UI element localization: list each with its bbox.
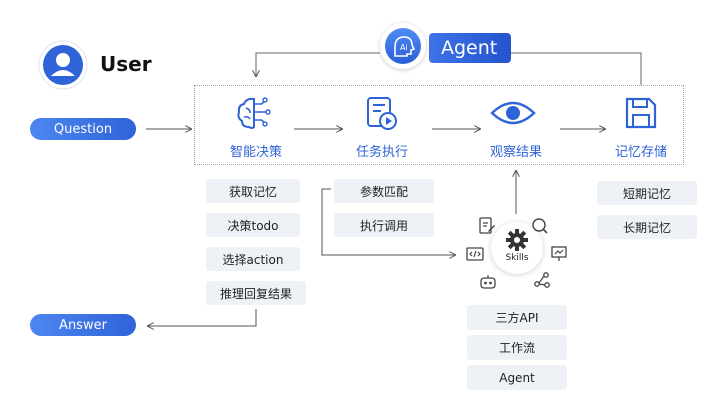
user-icon	[38, 40, 88, 90]
task-document-icon	[367, 97, 397, 130]
ai-badge: Ai	[380, 23, 426, 69]
skills-hub: Skills	[491, 222, 543, 274]
decision-item: 决策todo	[206, 213, 300, 237]
execution-item: 执行调用	[334, 213, 434, 237]
gear-icon	[506, 229, 528, 251]
memory-item: 长期记忆	[597, 215, 697, 239]
agent-loop-box	[194, 85, 684, 165]
execution-item: 参数匹配	[334, 179, 434, 203]
chat-search-icon	[532, 218, 548, 234]
memory-item: 短期记忆	[597, 181, 697, 205]
skills-item: 工作流	[467, 335, 567, 360]
skills-item: Agent	[467, 365, 567, 390]
decision-item: 获取记忆	[206, 179, 300, 203]
stage-label-execution: 任务执行	[355, 145, 408, 160]
stage-label-memory: 记忆存储	[614, 145, 667, 160]
eye-icon	[490, 101, 536, 125]
decision-item: 推理回复结果	[206, 281, 306, 305]
robot-icon	[480, 275, 496, 289]
svg-text:Ai: Ai	[400, 43, 408, 52]
brain-icon	[237, 97, 271, 129]
user-avatar	[38, 40, 88, 90]
document-edit-icon	[479, 217, 495, 234]
code-icon	[466, 247, 484, 261]
save-disk-icon	[625, 97, 657, 129]
answer-pill: Answer	[30, 314, 136, 336]
network-icon	[534, 272, 550, 288]
agent-title: Agent	[429, 33, 511, 63]
question-pill: Question	[30, 118, 136, 140]
skills-label: Skills	[505, 253, 529, 263]
presentation-icon	[551, 246, 567, 261]
decision-item: 选择action	[206, 247, 300, 271]
skills-item: 三方API	[467, 305, 567, 330]
ai-head-icon: Ai	[394, 36, 416, 57]
user-label: User	[100, 52, 152, 76]
stage-label-observe: 观察结果	[489, 145, 542, 160]
stage-label-decision: 智能决策	[229, 145, 282, 160]
